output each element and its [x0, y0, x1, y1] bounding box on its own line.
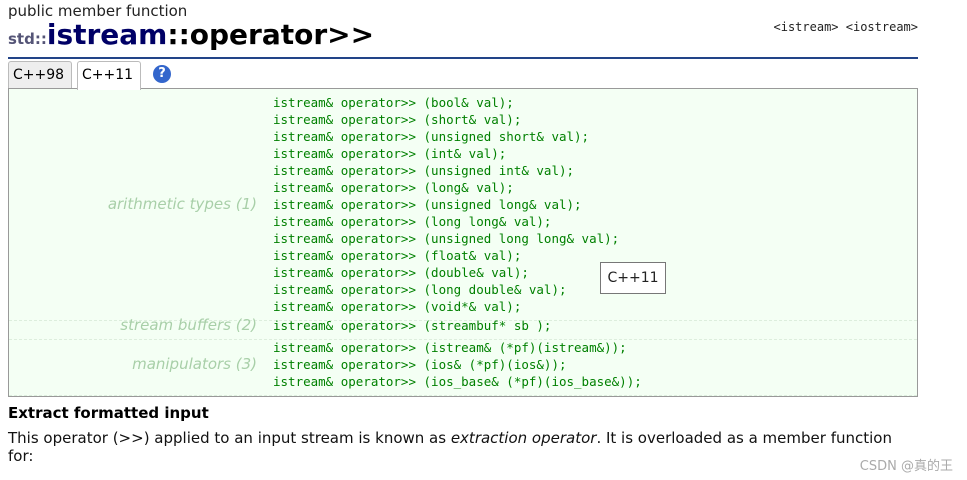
- class-name[interactable]: istream: [46, 18, 168, 51]
- function-name: operator>>: [189, 18, 375, 51]
- desc-text-2: . It is overloaded as a member function …: [8, 429, 892, 465]
- desc-emphasis: extraction operator: [450, 429, 597, 447]
- page-title: std::istream::operator>>: [8, 18, 374, 51]
- help-icon[interactable]: ?: [153, 65, 171, 83]
- tooltip: C++11: [600, 262, 666, 294]
- member-kind: public member function: [8, 2, 188, 20]
- prototype-list: istream& operator>> (istream& (*pf)(istr…: [273, 339, 642, 390]
- namespace: std::: [8, 30, 47, 48]
- watermark: CSDN @真的王: [859, 459, 953, 474]
- section-label: arithmetic types (1): [107, 195, 257, 213]
- prototype-line: istream& operator>> (double& val);: [273, 265, 529, 280]
- tab-cpp11[interactable]: C++11: [77, 61, 141, 90]
- prototype-line: istream& operator>> (unsigned long long&…: [273, 231, 620, 246]
- description: This operator (>>) applied to an input s…: [8, 429, 908, 465]
- prototype-line: istream& operator>> (unsigned int& val);: [273, 163, 575, 178]
- header-files[interactable]: <istream> <iostream>: [773, 20, 919, 34]
- prototype-line: istream& operator>> (unsigned long& val)…: [273, 197, 582, 212]
- prototype-line: istream& operator>> (long double& val);: [273, 282, 567, 297]
- prototype-box: arithmetic types (1) istream& operator>> …: [8, 88, 918, 397]
- prototype-line: istream& operator>> (int& val);: [273, 146, 507, 161]
- prototype-section: stream buffers (2) istream& operator>> (s…: [9, 316, 917, 340]
- prototype-line: istream& operator>> (ios& (*pf)(ios&));: [273, 357, 567, 372]
- prototype-line: istream& operator>> (long long& val);: [273, 214, 552, 229]
- prototype-list: istream& operator>> (bool& val); istream&…: [273, 94, 619, 315]
- prototype-line: istream& operator>> (float& val);: [273, 248, 522, 263]
- desc-text: This operator (>>) applied to an input s…: [8, 429, 451, 447]
- prototype-line: istream& operator>> (ios_base& (*pf)(ios…: [273, 374, 642, 389]
- prototype-list: istream& operator>> (streambuf* sb );: [273, 317, 551, 334]
- section-heading: Extract formatted input: [8, 404, 209, 422]
- prototype-line: istream& operator>> (unsigned short& val…: [273, 129, 590, 144]
- prototype-line: istream& operator>> (short& val);: [273, 112, 522, 127]
- section-label: stream buffers (2): [120, 316, 257, 334]
- prototype-line: istream& operator>> (streambuf* sb );: [273, 318, 552, 333]
- prototype-line: istream& operator>> (bool& val);: [273, 95, 514, 110]
- title-sep: ::: [167, 18, 190, 51]
- prototype-section: arithmetic types (1) istream& operator>> …: [9, 94, 917, 321]
- prototype-line: istream& operator>> (long& val);: [273, 180, 514, 195]
- section-label: manipulators (3): [132, 355, 257, 373]
- tab-cpp98[interactable]: C++98: [8, 61, 72, 88]
- prototype-section: manipulators (3) istream& operator>> (ist…: [9, 339, 917, 396]
- prototype-line: istream& operator>> (void*& val);: [273, 299, 522, 314]
- divider: [8, 57, 918, 59]
- prototype-line: istream& operator>> (istream& (*pf)(istr…: [273, 340, 627, 355]
